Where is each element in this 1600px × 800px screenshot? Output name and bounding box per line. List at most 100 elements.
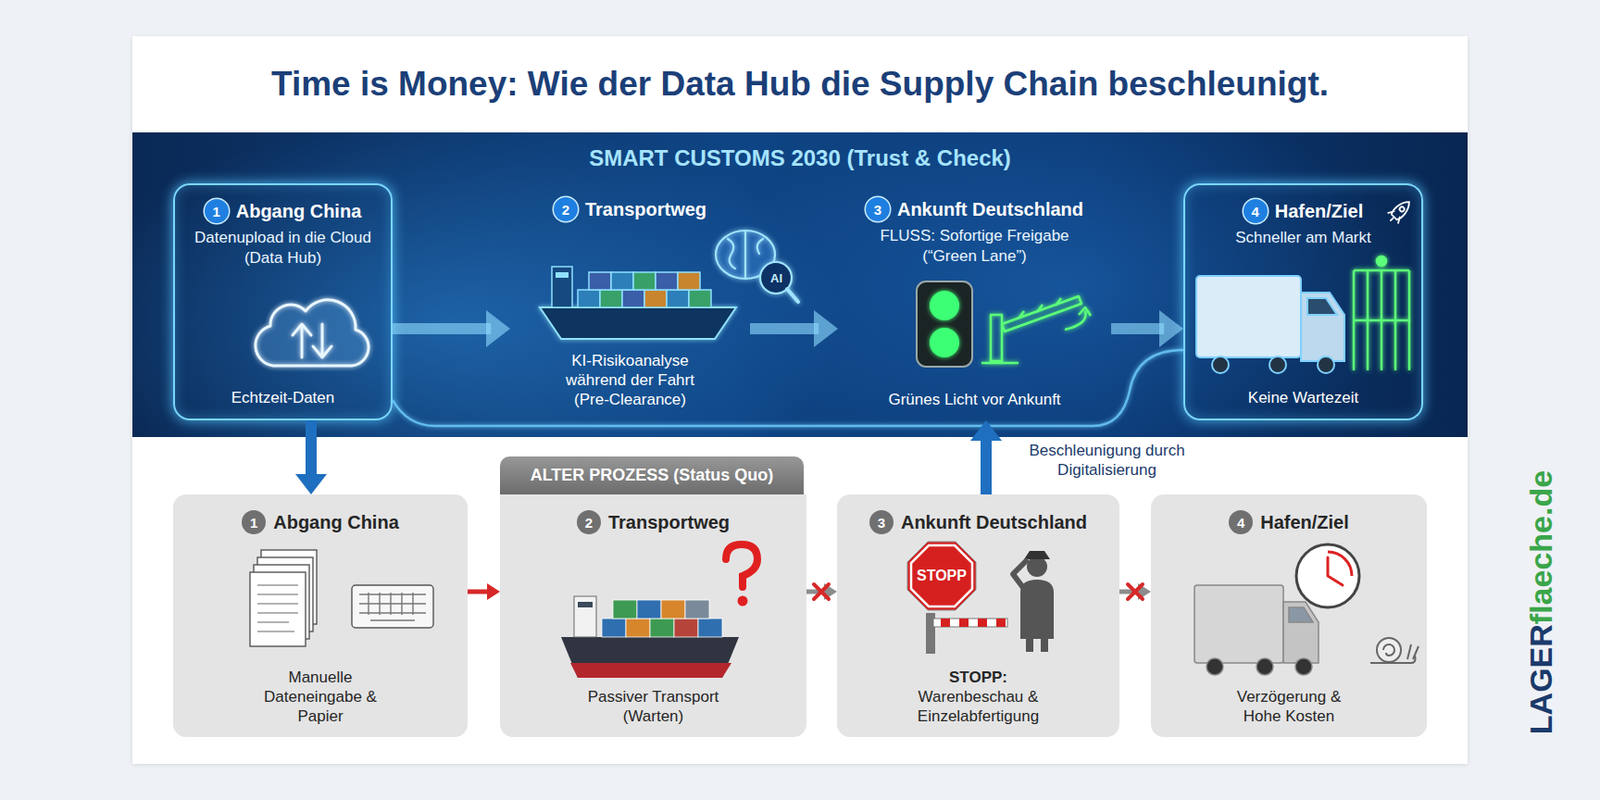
connector-line bbox=[750, 323, 819, 335]
grey-truck-part bbox=[1194, 585, 1284, 663]
arrow-head bbox=[824, 583, 838, 600]
tab-heading: ALTER PROZESS (Status Quo) bbox=[530, 465, 775, 486]
snail-icon-part bbox=[1383, 644, 1395, 656]
container-ship-part bbox=[539, 307, 737, 339]
clock-icon-part bbox=[1327, 551, 1352, 576]
stage-heading: Abgang China bbox=[236, 198, 363, 225]
paper-stack-part bbox=[261, 550, 317, 625]
band-heading: SMART CUSTOMS 2030 (Trust & Check) bbox=[588, 132, 1012, 172]
open-gate-part bbox=[1353, 270, 1410, 371]
cloud-icon-part bbox=[292, 324, 312, 358]
stage-heading: Transportweg bbox=[585, 196, 707, 223]
paper-stack-part bbox=[257, 557, 313, 632]
cargo-ship-part bbox=[612, 600, 638, 619]
cargo-ship-part bbox=[601, 618, 626, 638]
arrow-head bbox=[1159, 310, 1184, 348]
ai-brain-icon-part bbox=[757, 238, 763, 254]
rocket-icon-part bbox=[1385, 208, 1403, 226]
callout-number: 3 bbox=[865, 197, 890, 222]
clock-icon-part bbox=[1327, 557, 1343, 586]
container-ship-part bbox=[688, 289, 712, 308]
open-barrier bbox=[981, 296, 1091, 363]
watermark: LAGERflaeche.de bbox=[1523, 470, 1560, 735]
cargo-ship-part bbox=[570, 662, 732, 678]
open-gate bbox=[1353, 256, 1410, 371]
open-barrier-part bbox=[1001, 296, 1082, 332]
keyboard-icon bbox=[351, 585, 434, 628]
truck-icon-part bbox=[1212, 356, 1229, 374]
open-gate-part bbox=[1376, 256, 1387, 266]
connector-arrow bbox=[970, 420, 1002, 495]
truck-icon bbox=[1196, 275, 1345, 374]
container-ship-part bbox=[588, 272, 612, 290]
arrow-head bbox=[487, 583, 500, 600]
customs-officer-part bbox=[1025, 637, 1034, 652]
stage-heading: Hafen/Ziel bbox=[1260, 509, 1350, 536]
cargo-ship-part bbox=[561, 637, 739, 678]
stage-box: 3Ankunft DeutschlandFLUSS: Sofortige Fre… bbox=[837, 183, 1112, 421]
callout-number: 3 bbox=[869, 510, 894, 535]
status-tab: ALTER PROZESS (Status Quo) bbox=[500, 456, 804, 495]
closed-barrier bbox=[925, 612, 1008, 654]
process-box: 2TransportwegPassiver Transport (Warten) bbox=[500, 494, 807, 738]
keyboard-icon-part bbox=[359, 592, 426, 621]
container-ship-part bbox=[677, 272, 700, 290]
cargo-ship-part bbox=[625, 618, 650, 638]
stage-caption: Passiver Transport (Warten) bbox=[570, 687, 738, 726]
stage-box: 2TransportwegKI-Risikoanalyse während de… bbox=[510, 183, 750, 421]
ai-brain-icon-part bbox=[744, 231, 747, 278]
arrow-head bbox=[970, 420, 1002, 441]
connector-arrow bbox=[750, 310, 838, 348]
grey-truck-part bbox=[1283, 601, 1319, 663]
caption-group: Passiver Transport (Warten) bbox=[570, 687, 738, 726]
process-box: 4Hafen/ZielVerzögerung & Hohe Kosten bbox=[1150, 494, 1427, 738]
container-ship-part bbox=[555, 272, 569, 278]
stage-heading: Abgang China bbox=[273, 509, 400, 536]
heading-row: 2Transportweg bbox=[576, 509, 730, 536]
truck-icon-part bbox=[1196, 275, 1301, 358]
stage-heading: Hafen/Ziel bbox=[1275, 198, 1364, 225]
container-ship-part bbox=[551, 266, 573, 308]
customs-officer-part bbox=[1012, 561, 1026, 589]
cloud-icon bbox=[255, 300, 369, 366]
grey-truck-part bbox=[1295, 658, 1313, 675]
watermark-text: flaeche.de bbox=[1523, 470, 1559, 625]
container-ship-part bbox=[666, 289, 689, 308]
connector-arrow bbox=[806, 583, 838, 600]
clock-icon bbox=[1296, 544, 1360, 608]
ai-brain-icon-part bbox=[787, 288, 799, 302]
callout-number: 4 bbox=[1243, 199, 1268, 224]
closed-barrier-part bbox=[933, 618, 1008, 627]
question-mark-icon-part bbox=[737, 596, 749, 607]
open-barrier-part bbox=[990, 314, 1002, 362]
truck-icon-part bbox=[1300, 292, 1345, 362]
open-barrier-part bbox=[1064, 311, 1087, 330]
connector-line bbox=[806, 589, 827, 595]
connector-line bbox=[467, 589, 490, 595]
watermark-text: LAGER bbox=[1523, 624, 1559, 735]
closed-barrier-part bbox=[925, 612, 936, 654]
connector-arrow bbox=[392, 310, 511, 348]
connector-line bbox=[1119, 589, 1141, 595]
band-panel: SMART CUSTOMS 2030 (Trust & Check) 1Abgan… bbox=[132, 132, 1468, 438]
cargo-ship-part bbox=[698, 618, 723, 638]
cloud-icon-part bbox=[312, 324, 332, 358]
cargo-ship-part bbox=[685, 600, 710, 619]
connector-arrow bbox=[467, 583, 500, 600]
connector-arrow bbox=[295, 420, 327, 495]
cargo-ship bbox=[561, 596, 739, 678]
heading-row: 1Abgang China bbox=[204, 198, 363, 225]
stage-subtitle: FLUSS: Sofortige Freigabe (“Green Lane”) bbox=[863, 225, 1087, 267]
cloud-icon-part bbox=[255, 300, 369, 366]
stage-caption: Keine Wartezeit bbox=[1248, 387, 1359, 408]
stage-caption: Warenbeschau & Einzelabfertigung bbox=[881, 687, 1076, 726]
grey-truck bbox=[1194, 585, 1319, 675]
stage-caption: Echtzeit-Daten bbox=[231, 387, 336, 408]
customs-officer-part bbox=[1024, 550, 1050, 560]
heading-row: 3Ankunft Deutschland bbox=[865, 196, 1084, 223]
container-ship-part bbox=[611, 272, 634, 290]
keyboard-icon-part bbox=[351, 585, 434, 628]
grey-truck-part bbox=[1288, 607, 1313, 623]
caption-group: Keine Wartezeit bbox=[1248, 387, 1359, 408]
